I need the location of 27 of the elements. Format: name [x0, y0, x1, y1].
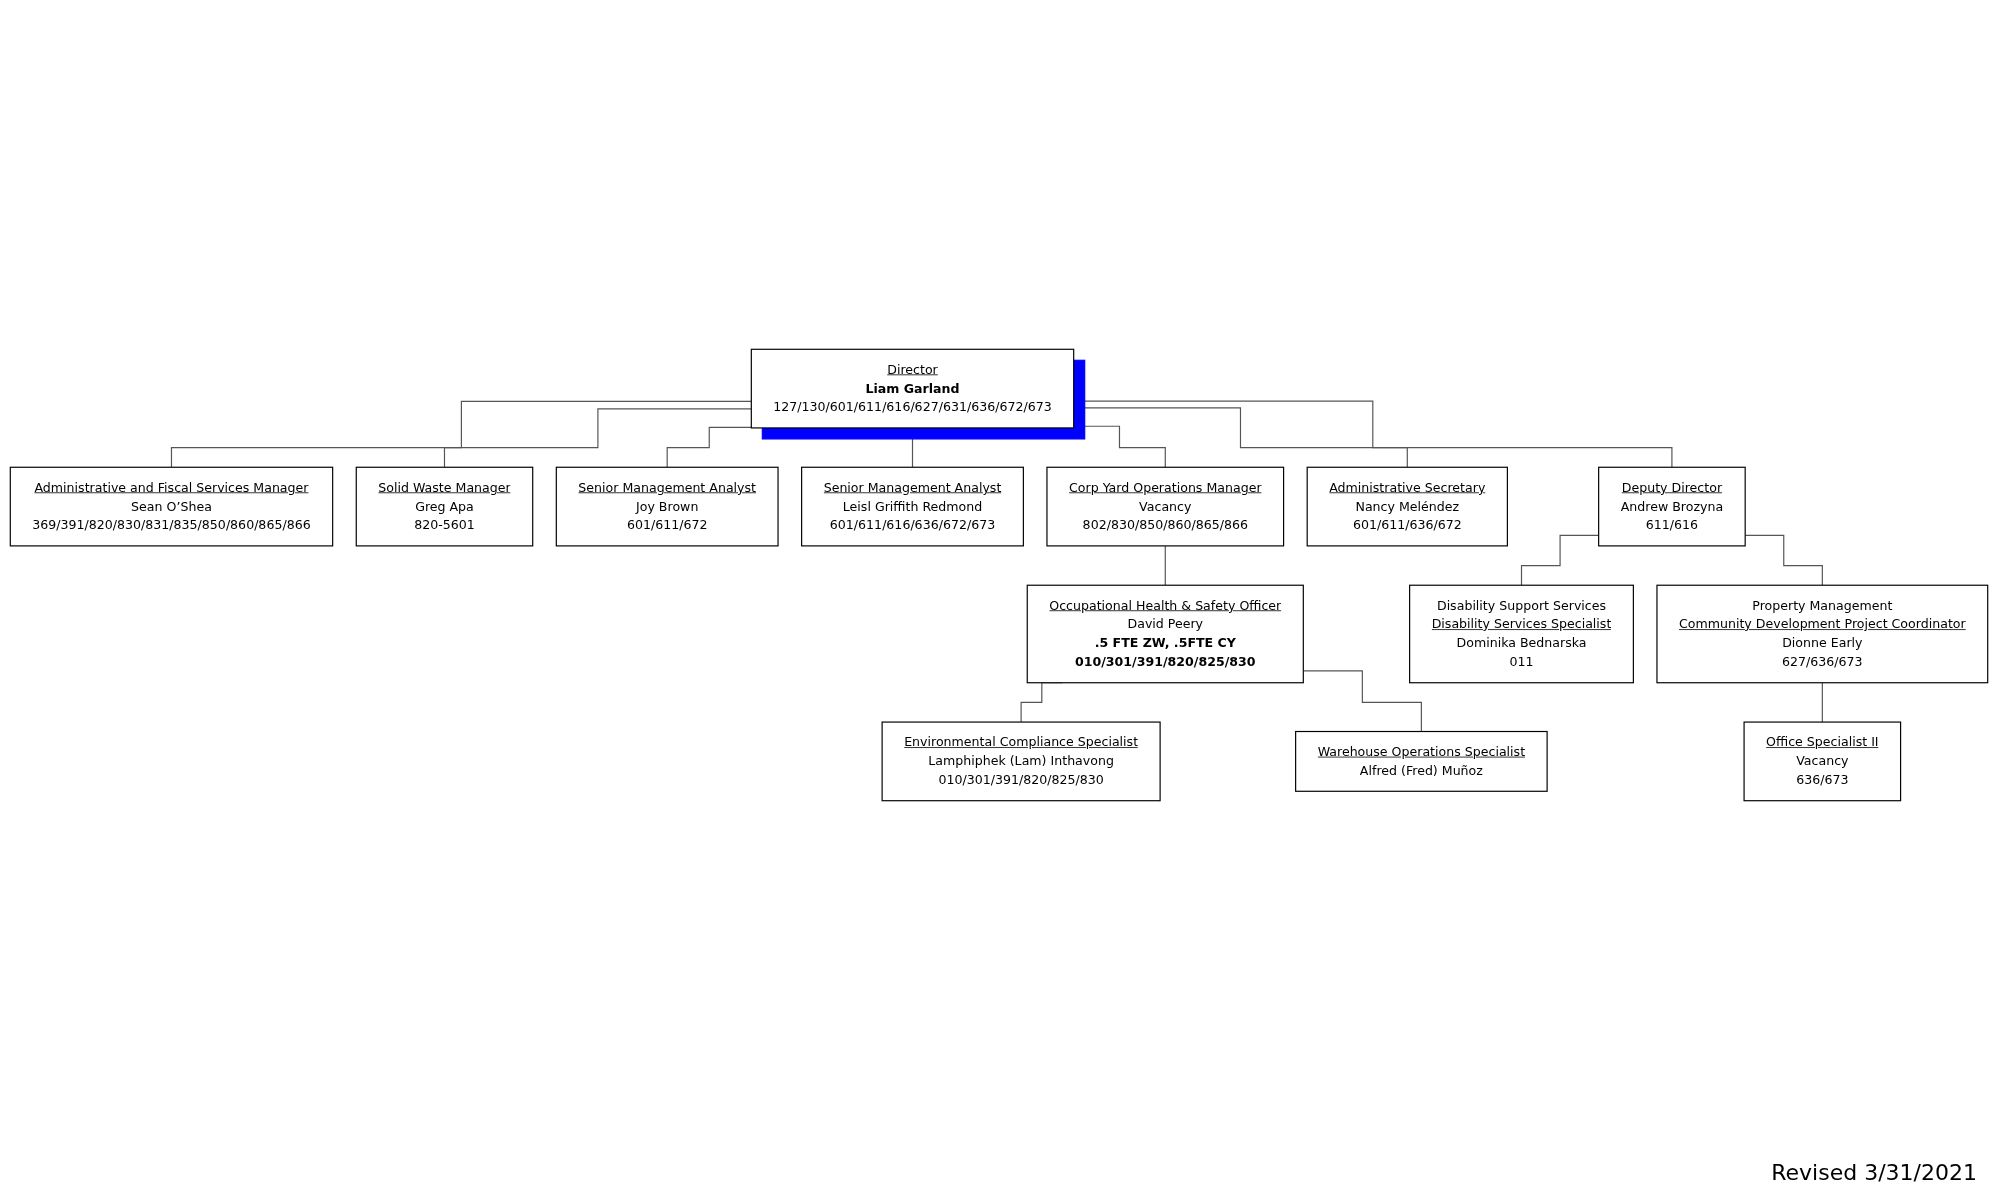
node-box: Warehouse Operations Specialist Alfred (Fred) Muñoz	[1294, 730, 1548, 792]
node-box: Occupational Health & Safety Officer David Peery .5 FTE ZW, .5FTE CY 010/301/391/820/825/830	[1026, 584, 1304, 684]
node-box: Office Specialist II Vacancy 636/673	[1743, 721, 1901, 802]
connector	[1164, 545, 1166, 586]
connector	[1302, 670, 1422, 733]
node-box: Corp Yard Operations Manager Vacancy 802/830/850/860/865/866	[1045, 466, 1284, 547]
connector	[1072, 400, 1672, 468]
connector	[911, 427, 913, 468]
node-box: Deputy Director Andrew Brozyna 611/616	[1597, 466, 1746, 547]
node-box: Senior Management Analyst Joy Brown 601/611/672	[555, 466, 779, 547]
node-box: Disability Support Services Disability Services Specialist Dominika Bednarska 011	[1408, 584, 1634, 684]
connector	[1821, 682, 1823, 723]
connector	[666, 426, 752, 468]
node-box: Administrative Secretary Nancy Meléndez 601/611/636/672	[1306, 466, 1508, 547]
node-box: Administrative and Fiscal Services Manager Sean O’Shea 369/391/820/830/831/835/850/860/865/866	[9, 466, 333, 547]
node-box: Environmental Compliance Specialist Lamphiphek (Lam) Inthavong 010/301/391/820/825/830	[881, 721, 1161, 802]
node-box: Senior Management Analyst Leisl Griffith Redmond 601/611/616/636/672/673	[800, 466, 1024, 547]
node-box: Solid Waste Manager Greg Apa 820-5601	[355, 466, 533, 547]
connector	[443, 408, 752, 468]
connector	[1744, 534, 1823, 586]
node-box: Director Liam Garland 127/130/601/611/616/627/631/636/672/673	[750, 348, 1074, 429]
connector	[1072, 407, 1408, 468]
connector	[1072, 425, 1166, 468]
revision-note: Revised 3/31/2021	[1771, 1160, 1977, 1185]
node-box: Property Management Community Development Project Coordinator Dionne Early 627/636/673	[1655, 584, 1988, 684]
connector	[170, 400, 752, 468]
connector	[1520, 534, 1599, 586]
